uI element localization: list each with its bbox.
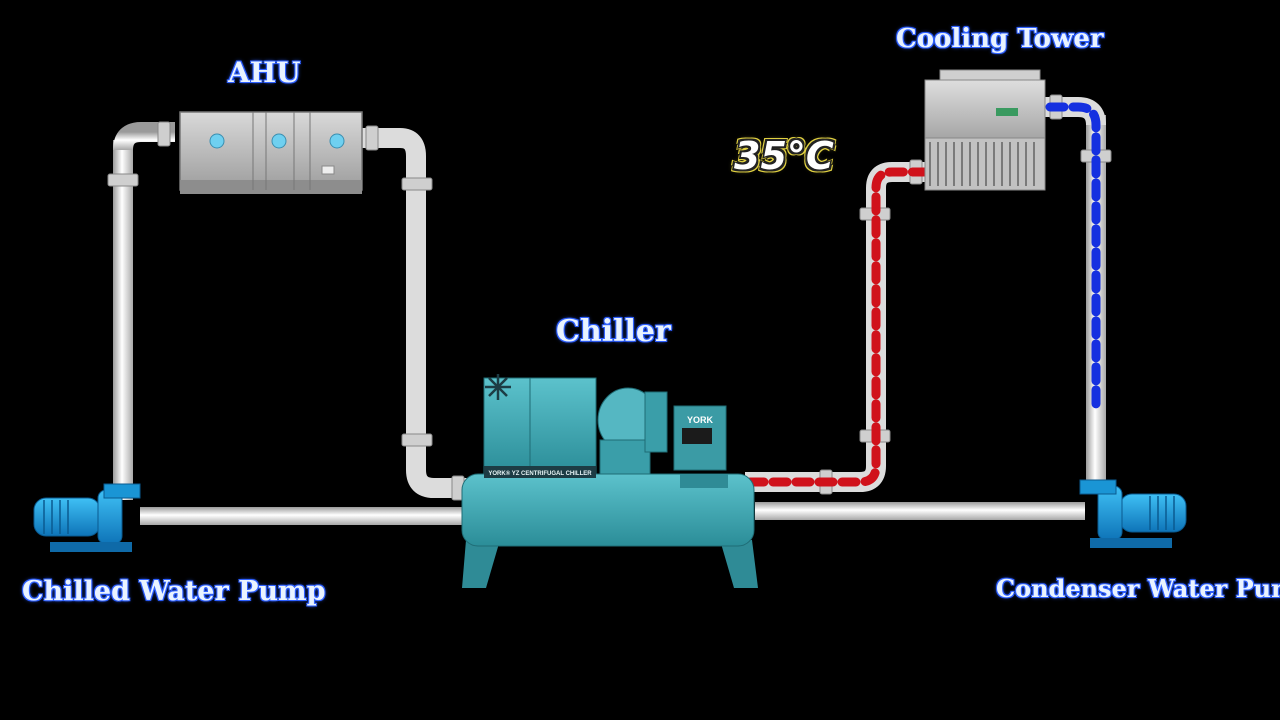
cold-water-flow [1045,102,1101,415]
chilled-water-piping [113,122,470,525]
ahu-label: AHU [228,56,301,89]
hot-water-flow [745,167,940,487]
chiller-brand: YORK [687,415,714,425]
pipe-left-vertical [113,140,133,500]
ahu-fan-icon [329,133,345,149]
cooling-tower-label: Cooling Tower [896,24,1104,54]
pipe-chiller-to-condenser-pump [755,502,1085,520]
cooling-tower-unit [924,69,1046,191]
chiller-unit [461,374,758,588]
pipe-hot-supply [745,162,940,492]
pipe-left-elbow [113,122,175,151]
ahu-fan-icon [271,133,287,149]
chiller-model-plate: YORK® YZ CENTRIFUGAL CHILLER [488,470,592,477]
snowflake-icon [485,374,511,400]
ahu-fan-icon [209,133,225,149]
pipe-ahu-return [360,128,470,498]
temperature-readout: 35°C [734,134,834,178]
condenser-water-pump-label: Condenser Water Pump [996,574,1280,603]
chiller-label: Chiller [556,314,671,349]
condenser-water-pump-unit [1079,479,1187,548]
chilled-water-pump-unit [33,483,141,552]
ahu-unit [179,111,363,194]
chilled-water-pump-label: Chilled Water Pump [22,576,326,607]
pipe-pump-to-chiller [140,507,470,525]
